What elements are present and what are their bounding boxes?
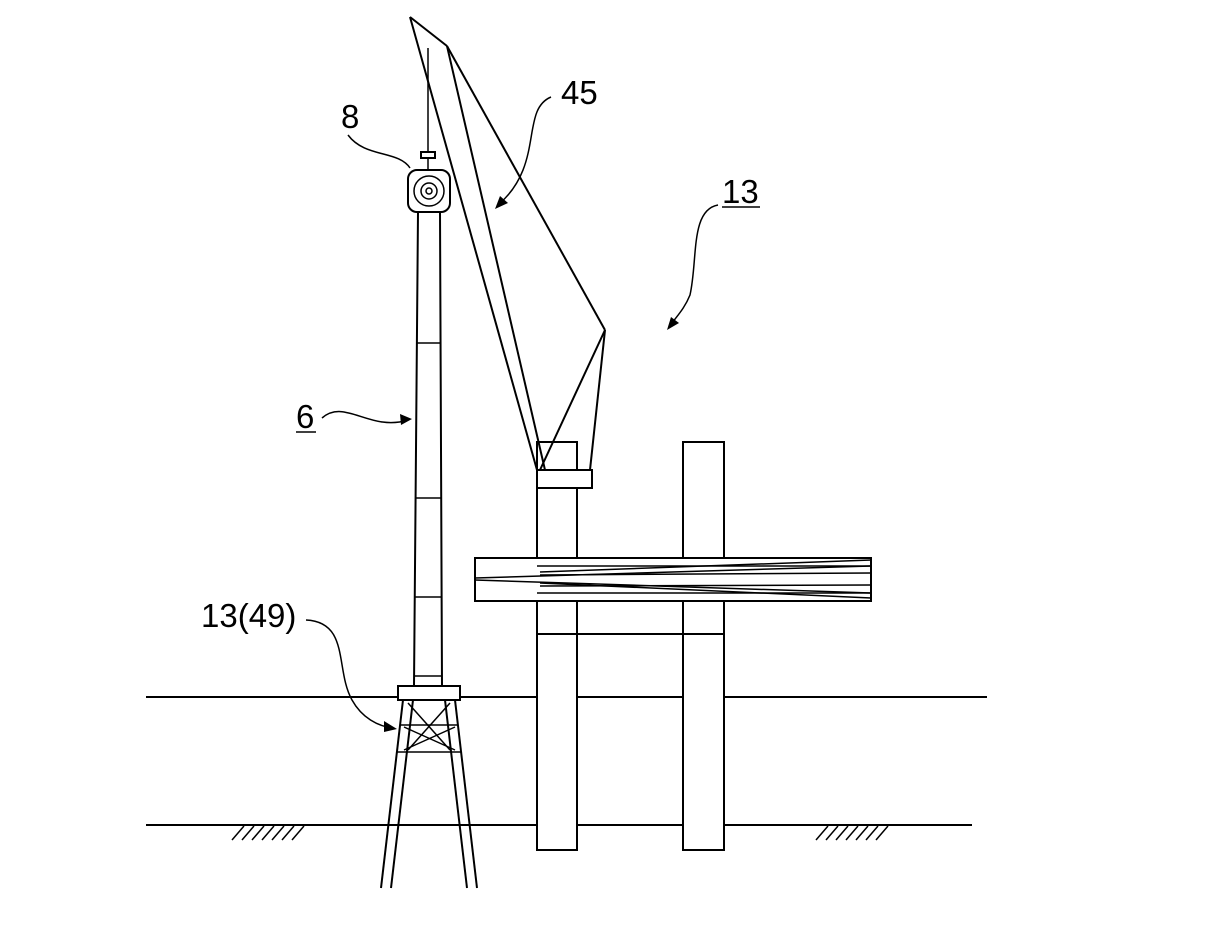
leader-nacelle — [348, 135, 410, 168]
arrow-vessel — [667, 317, 679, 330]
nacelle — [408, 152, 450, 212]
label-foundation: 13(49) — [201, 597, 296, 634]
label-tower: 6 — [296, 398, 314, 435]
label-blade: 45 — [561, 74, 598, 111]
jacket-foundation — [381, 686, 477, 888]
tower — [414, 212, 442, 686]
leader-tower — [322, 412, 408, 423]
label-vessel: 13 — [722, 173, 759, 210]
arrow-tower — [400, 414, 412, 425]
arrow-foundation — [384, 721, 397, 732]
crane-collar — [537, 470, 592, 488]
seabed-hatch-left — [232, 826, 304, 840]
vessel-legs — [537, 442, 724, 850]
blade-stack — [475, 558, 871, 601]
leader-vessel — [670, 205, 718, 326]
label-nacelle: 8 — [341, 98, 359, 135]
seabed-hatch-right — [816, 826, 888, 840]
leader-foundation — [306, 620, 392, 728]
